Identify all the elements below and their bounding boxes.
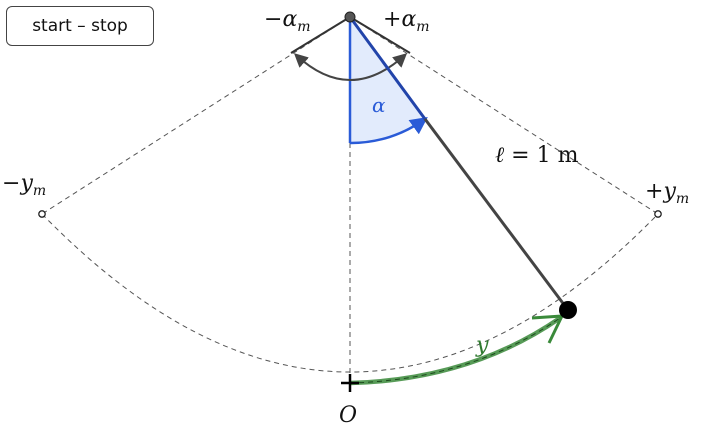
arc-length-y-dash xyxy=(349,317,561,384)
pivot-point xyxy=(344,11,356,23)
arc-length-y xyxy=(349,316,562,386)
alpha-label: α xyxy=(372,93,386,117)
length-label: ℓ = 1 m xyxy=(495,143,579,168)
alpha-arc xyxy=(349,116,428,145)
alpha-m-right-tick xyxy=(349,16,411,54)
pendulum-rod-upper xyxy=(348,16,427,120)
origin-label: O xyxy=(339,403,357,428)
neg-alpha-m-label: −αm xyxy=(264,7,311,35)
pos-y-m-label: +ym xyxy=(645,179,689,207)
alpha-m-left-tick xyxy=(290,16,351,54)
alpha-sector xyxy=(350,17,425,144)
swing-arc xyxy=(41,213,659,373)
guide-line-left xyxy=(41,16,351,215)
guide-line-right xyxy=(349,16,659,215)
alpha-m-arc xyxy=(293,53,408,81)
extreme-point-left xyxy=(38,210,46,218)
neg-y-m-label: −ym xyxy=(2,171,46,199)
pendulum-rod xyxy=(423,118,570,311)
pos-alpha-m-label: +αm xyxy=(383,7,430,35)
extreme-point-right xyxy=(654,210,662,218)
start-stop-button[interactable]: start – stop xyxy=(6,6,154,46)
y-label: y xyxy=(475,333,489,358)
pendulum-bob[interactable] xyxy=(559,301,577,319)
